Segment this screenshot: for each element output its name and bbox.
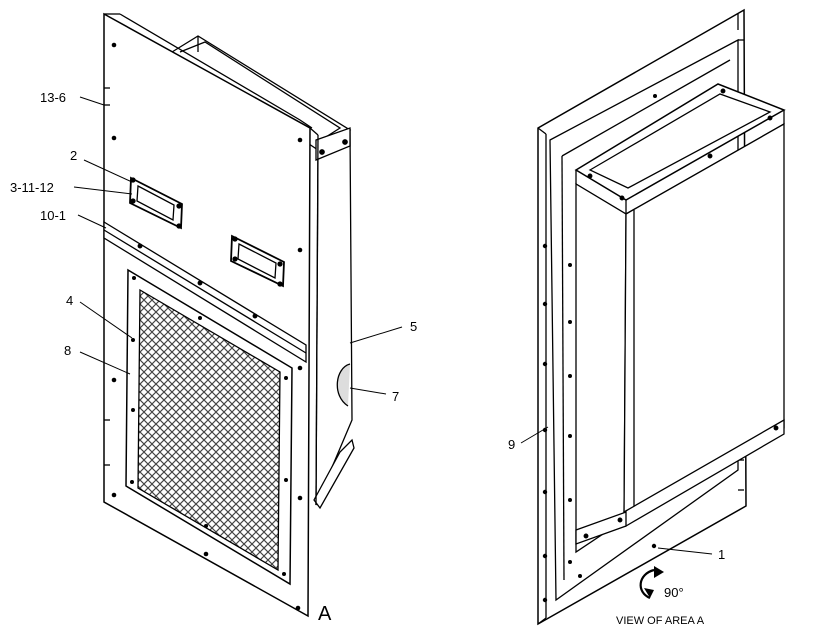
callout-7: 7 bbox=[392, 389, 399, 404]
callout-10-1: 10-1 bbox=[40, 208, 66, 223]
upper-handle bbox=[129, 176, 183, 230]
box-face bbox=[575, 182, 627, 554]
rotation-label: 90° bbox=[664, 585, 684, 600]
rotation-arrow-icon bbox=[639, 566, 664, 600]
callout-5: 5 bbox=[410, 319, 417, 334]
callout-2: 2 bbox=[70, 148, 77, 163]
callout-4: 4 bbox=[66, 293, 73, 308]
grille-frame bbox=[125, 268, 293, 586]
callout-3-11-12: 3-11-12 bbox=[10, 180, 54, 195]
callout-8: 8 bbox=[64, 343, 71, 358]
view-caption: VIEW OF AREA A bbox=[616, 615, 705, 627]
callout-labels: 13-6 2 3-11-12 10-1 4 8 5 7 9 1 A 90° VI… bbox=[10, 90, 725, 627]
callout-9: 9 bbox=[508, 437, 515, 452]
flange-screws bbox=[542, 94, 657, 603]
left-assembly bbox=[103, 12, 355, 618]
callout-leaders bbox=[73, 96, 713, 555]
rain-shield bbox=[103, 220, 307, 364]
callout-1: 1 bbox=[718, 547, 725, 562]
right-assembly bbox=[537, 8, 786, 626]
lower-handle bbox=[230, 234, 285, 288]
view-marker-a: A bbox=[318, 603, 332, 625]
hinge-part-7 bbox=[336, 363, 351, 407]
callout-13-6: 13-6 bbox=[40, 90, 66, 105]
panel-screws bbox=[111, 42, 303, 611]
